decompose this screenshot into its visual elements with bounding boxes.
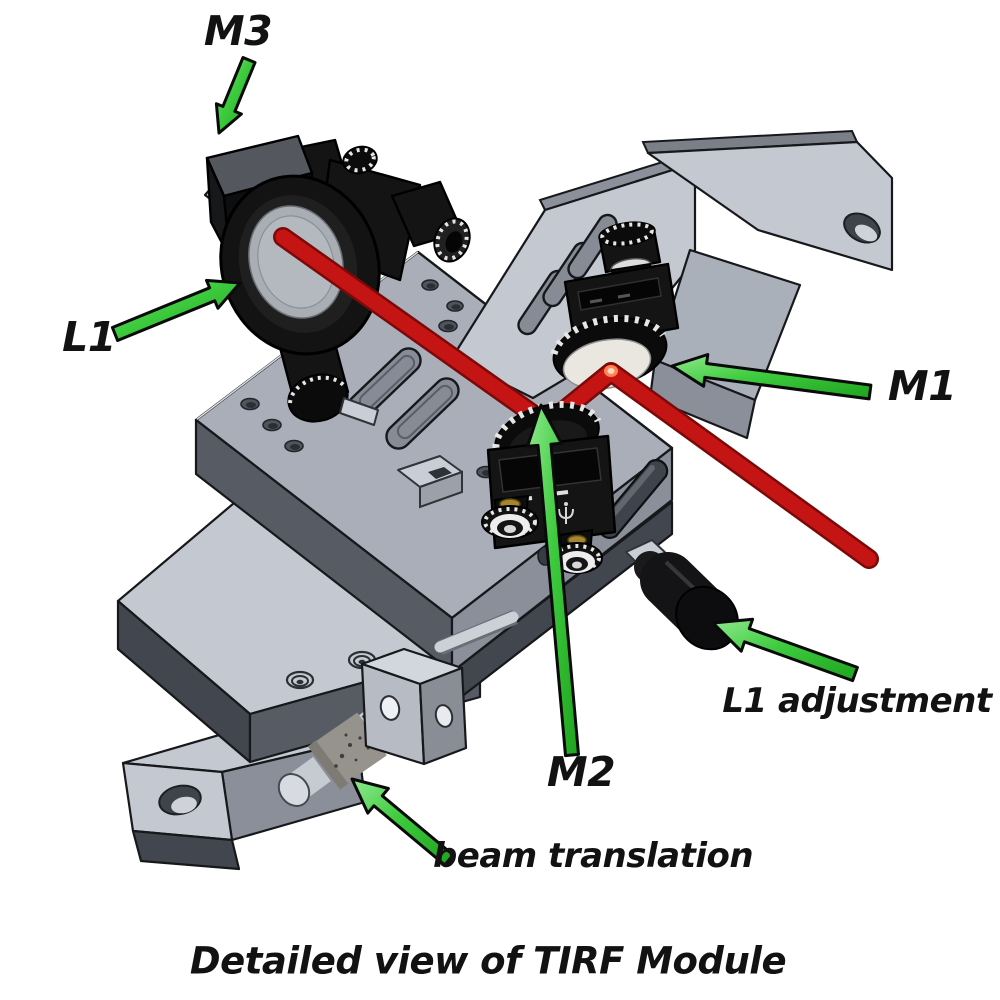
m1-arrow-icon [670, 353, 873, 401]
label-l1-adjustment: L1 adjustment [722, 681, 992, 721]
micrometer-bracket [360, 647, 468, 766]
m2-engraving [558, 502, 574, 524]
base-bracket-right-arm [641, 129, 894, 272]
stage-clamp [397, 455, 463, 509]
label-m3: M3 [203, 7, 273, 55]
figure-caption: Detailed view of TIRF Module [189, 939, 787, 983]
stage-slot [385, 377, 460, 450]
beam-translation-arrow-icon [350, 777, 455, 867]
micrometer-speckles [334, 733, 379, 768]
m3-arrow-icon [214, 56, 257, 135]
m2-arrow-icon [526, 403, 580, 758]
annotation-arrows [110, 56, 873, 867]
l1-adjustment-knob [625, 539, 739, 651]
countersunk-hole [285, 670, 315, 690]
beam-translation-micrometer [277, 610, 519, 807]
l1-arrow-icon [110, 278, 242, 342]
label-beam-translation: beam translation [432, 836, 754, 876]
laser-beam [273, 227, 879, 569]
l1-adjustment-arrow-icon [711, 617, 859, 683]
label-m1: M1 [887, 362, 957, 410]
label-m2: M2 [546, 748, 616, 796]
m2-adjust-knob [551, 534, 603, 574]
m2-adjust-knob [481, 498, 539, 539]
l1-pivot [287, 373, 349, 423]
label-l1: L1 [62, 313, 116, 361]
